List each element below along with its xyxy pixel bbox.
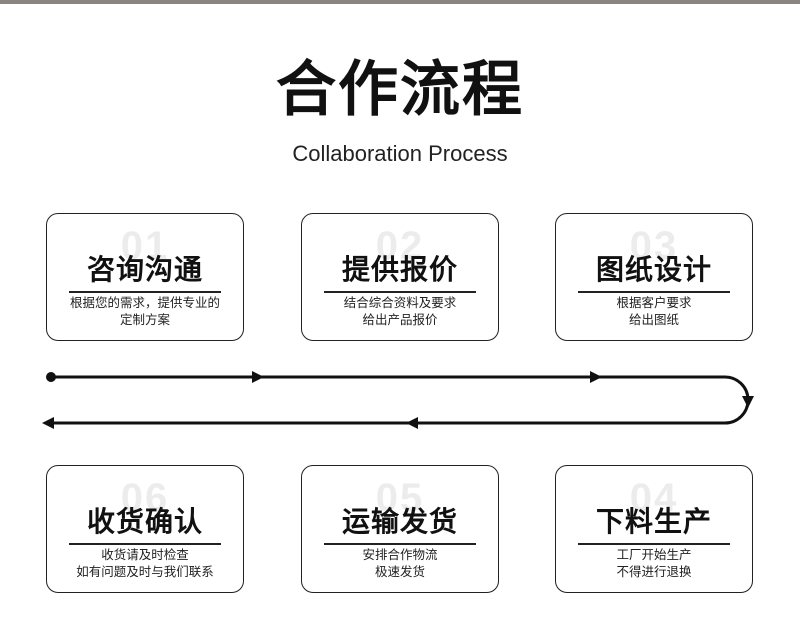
flow-arrow-down	[742, 396, 754, 408]
divider	[578, 543, 730, 545]
flow-start-dot	[46, 372, 56, 382]
step-card-quotation: 02 提供报价 结合综合资料及要求 给出产品报价	[301, 213, 499, 341]
flow-arrow-right-2	[590, 371, 602, 383]
step-name: 收货确认	[86, 505, 203, 538]
flow-arrow-left-1	[406, 417, 418, 429]
step-name: 提供报价	[341, 253, 458, 286]
flow-line	[46, 375, 750, 425]
step-description-line: 给出图纸	[628, 312, 679, 327]
step-description-line: 如有问题及时与我们联系	[76, 564, 214, 579]
divider	[324, 291, 476, 293]
step-number: 01	[120, 224, 170, 268]
step-description: 根据客户要求 给出图纸	[564, 294, 744, 328]
flow-arrow-left-2	[42, 417, 54, 429]
step-description-line: 根据客户要求	[616, 295, 692, 310]
step-name: 下料生产	[595, 505, 712, 538]
step-name: 图纸设计	[595, 253, 712, 286]
step-description: 安排合作物流 极速发货	[310, 546, 490, 580]
step-description-line: 极速发货	[374, 564, 425, 579]
divider	[578, 291, 730, 293]
step-description-line: 工厂开始生产	[616, 547, 692, 562]
step-description-line: 收货请及时检查	[101, 547, 189, 562]
step-card-production: 04 下料生产 工厂开始生产 不得进行退换	[555, 465, 753, 593]
step-number: 04	[629, 476, 679, 520]
divider	[69, 291, 221, 293]
step-description-line: 结合综合资料及要求	[343, 295, 457, 310]
step-card-receipt-confirmation: 06 收货确认 收货请及时检查 如有问题及时与我们联系	[46, 465, 244, 593]
step-number: 02	[375, 224, 425, 268]
step-description-line: 根据您的需求，提供专业的	[69, 295, 220, 310]
step-name: 运输发货	[341, 505, 458, 538]
step-description: 结合综合资料及要求 给出产品报价	[310, 294, 490, 328]
step-description: 根据您的需求，提供专业的 定制方案	[55, 294, 235, 328]
page-title: 合作流程	[276, 55, 524, 125]
step-number: 06	[120, 476, 170, 520]
step-description-line: 给出产品报价	[362, 312, 438, 327]
step-card-shipping: 05 运输发货 安排合作物流 极速发货	[301, 465, 499, 593]
step-number: 03	[629, 224, 679, 268]
step-description-line: 安排合作物流	[362, 547, 438, 562]
page-subtitle: Collaboration Process	[292, 141, 508, 166]
step-card-drawing-design: 03 图纸设计 根据客户要求 给出图纸	[555, 213, 753, 341]
step-description-line: 定制方案	[119, 312, 170, 327]
flow-arrow-right-1	[252, 371, 264, 383]
step-number: 05	[375, 476, 425, 520]
step-description-line: 不得进行退换	[616, 564, 692, 579]
step-card-consultation: 01 咨询沟通 根据您的需求，提供专业的 定制方案	[46, 213, 244, 341]
step-name: 咨询沟通	[86, 253, 203, 286]
divider	[69, 543, 221, 545]
step-description: 收货请及时检查 如有问题及时与我们联系	[55, 546, 235, 580]
divider	[324, 543, 476, 545]
step-description: 工厂开始生产 不得进行退换	[564, 546, 744, 580]
top-decorative-bar	[0, 0, 800, 4]
